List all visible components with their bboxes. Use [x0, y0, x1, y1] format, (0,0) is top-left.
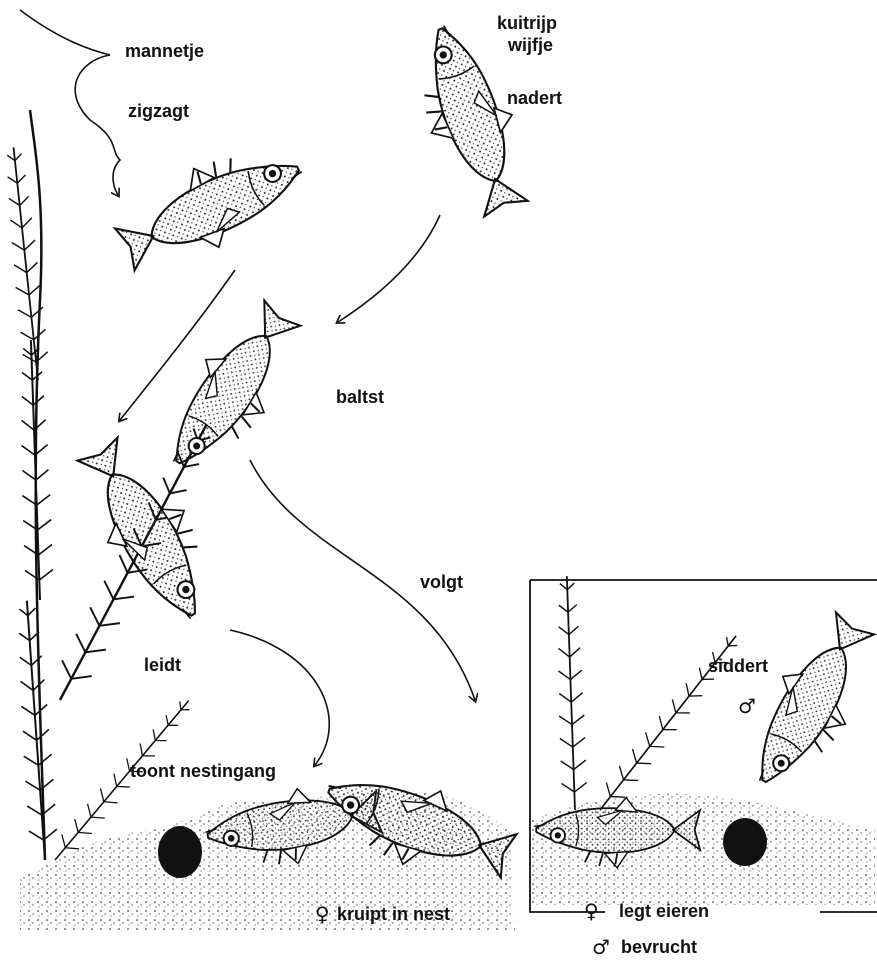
inset-plants [554, 576, 745, 818]
inset-nest-entrance [723, 818, 767, 866]
label-leidt: leidt [144, 654, 181, 676]
female-symbol-legt: ♀ [584, 900, 599, 922]
label-nadert: nadert [507, 87, 562, 109]
label-kuitrijp: kuitrijp [497, 12, 557, 34]
arrow-nadert [338, 215, 440, 322]
label-kruipt-in-nest: kruipt in nest [337, 903, 450, 925]
label-zigzagt: zigzagt [128, 100, 189, 122]
label-wijfje: wijfje [508, 34, 553, 56]
arrow-leidt [230, 630, 329, 765]
fish-male-leading [65, 427, 233, 635]
label-siddert: siddert [708, 655, 768, 677]
male-symbol-siddert: ♂ [738, 695, 756, 717]
fish-male-zigzag [106, 128, 316, 284]
label-volgt: volgt [420, 571, 463, 593]
label-toont-nestingang: toont nestingang [130, 760, 276, 782]
label-bevrucht: bevrucht [621, 936, 697, 958]
label-baltst: baltst [336, 386, 384, 408]
fish-female-display [147, 292, 316, 487]
nest-entrance [158, 826, 202, 878]
female-symbol-kruipt: ♀ [315, 903, 330, 925]
label-mannetje: mannetje [125, 40, 204, 62]
arrow-mannetje [20, 10, 120, 195]
label-legt-eieren: legt eieren [619, 900, 709, 922]
male-symbol-bevrucht: ♂ [592, 936, 610, 958]
